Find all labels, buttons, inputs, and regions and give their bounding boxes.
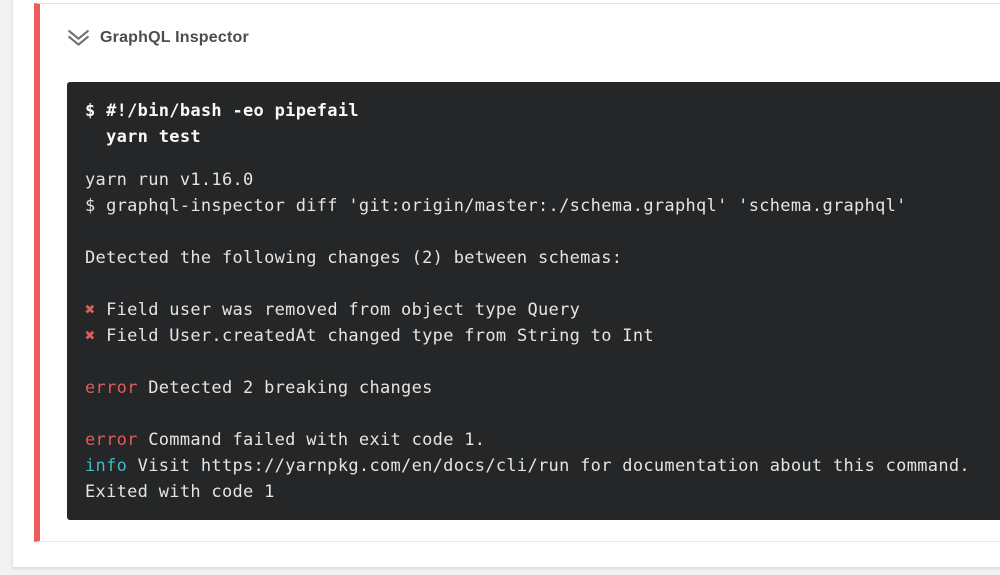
build-output-card: GraphQL Inspector $ #!/bin/bash -eo pipe… [12, 0, 1000, 568]
terminal-output-line: error Command failed with exit code 1. [85, 430, 486, 450]
step-title: GraphQL Inspector [100, 29, 249, 46]
terminal-output-line: Exited with code 1 [85, 482, 275, 502]
terminal-output-line [85, 271, 1000, 297]
terminal-output-line [85, 349, 1000, 375]
terminal-output: yarn run v1.16.0 $ graphql-inspector diff… [85, 167, 1000, 505]
terminal-output-line: error Detected 2 breaking changes [85, 378, 433, 398]
terminal-command: $ #!/bin/bash -eo pipefail yarn test [85, 98, 1000, 150]
step-section: GraphQL Inspector $ #!/bin/bash -eo pipe… [34, 3, 1000, 542]
terminal-command-line: yarn test [85, 127, 201, 147]
terminal-output-line: ✖ Field User.createdAt changed type from… [85, 326, 654, 346]
terminal-command-line: $ #!/bin/bash -eo pipefail [85, 101, 359, 121]
terminal-output-line: $ graphql-inspector diff 'git:origin/mas… [85, 196, 907, 216]
terminal-output-line [85, 219, 1000, 245]
step-header[interactable]: GraphQL Inspector [40, 4, 1000, 72]
terminal-output-line [85, 401, 1000, 427]
terminal-log: $ #!/bin/bash -eo pipefail yarn test yar… [67, 82, 1000, 520]
chevron-double-down-icon[interactable] [67, 29, 90, 48]
terminal-output-line: info Visit https://yarnpkg.com/en/docs/c… [85, 456, 970, 476]
terminal-output-line: ✖ Field user was removed from object typ… [85, 300, 581, 320]
terminal-output-line: Detected the following changes (2) betwe… [85, 248, 623, 268]
terminal-output-line: yarn run v1.16.0 [85, 170, 254, 190]
